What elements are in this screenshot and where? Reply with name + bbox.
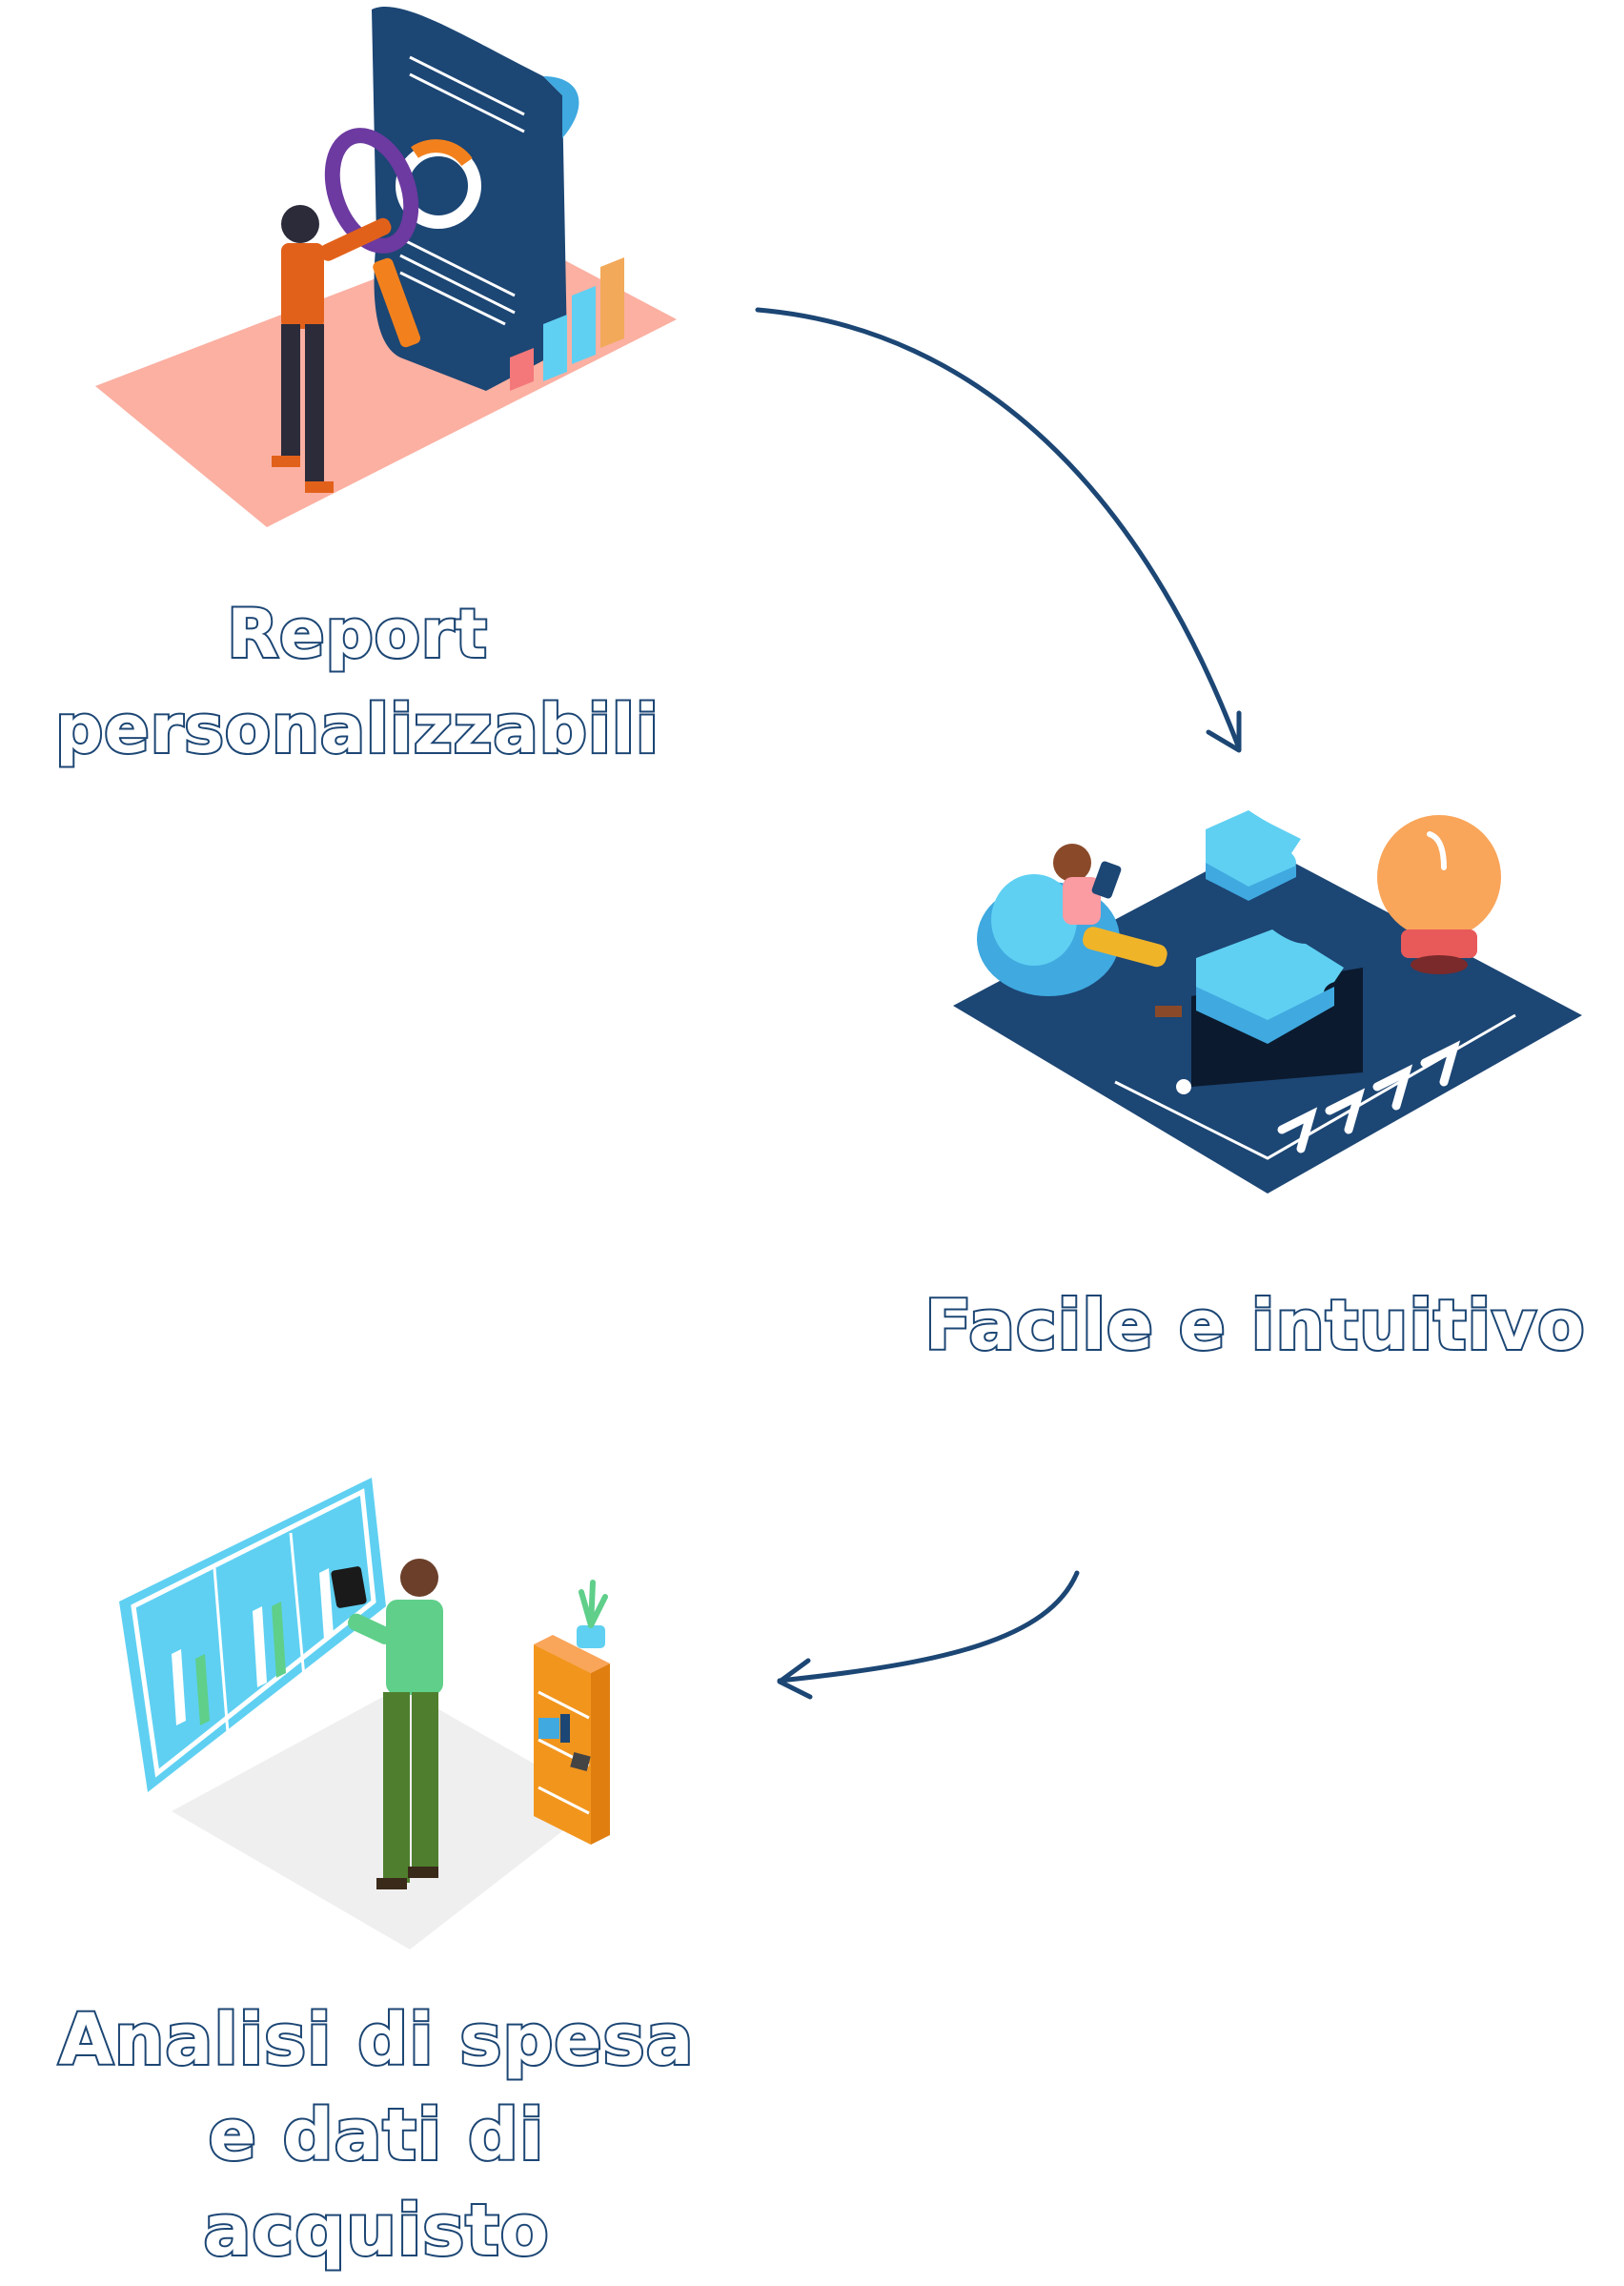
step-label-report: Report personalizzabili [53,593,660,770]
arrow-step1-to-step2 [755,307,1242,751]
arrowhead-1 [1206,710,1242,753]
person-dashboard-chart-icon [119,1478,610,1949]
arrowhead-2 [777,1658,813,1700]
person-magnifier-report-icon [95,7,677,527]
step-label-analisi: Analisi di spesa e dati di acquisto [56,1997,695,2274]
person-puzzle-lightbulb-icon [953,810,1582,1194]
arrow-step2-to-step3 [777,1570,1080,1684]
step-label-facile: Facile e intuitivo [923,1283,1586,1367]
